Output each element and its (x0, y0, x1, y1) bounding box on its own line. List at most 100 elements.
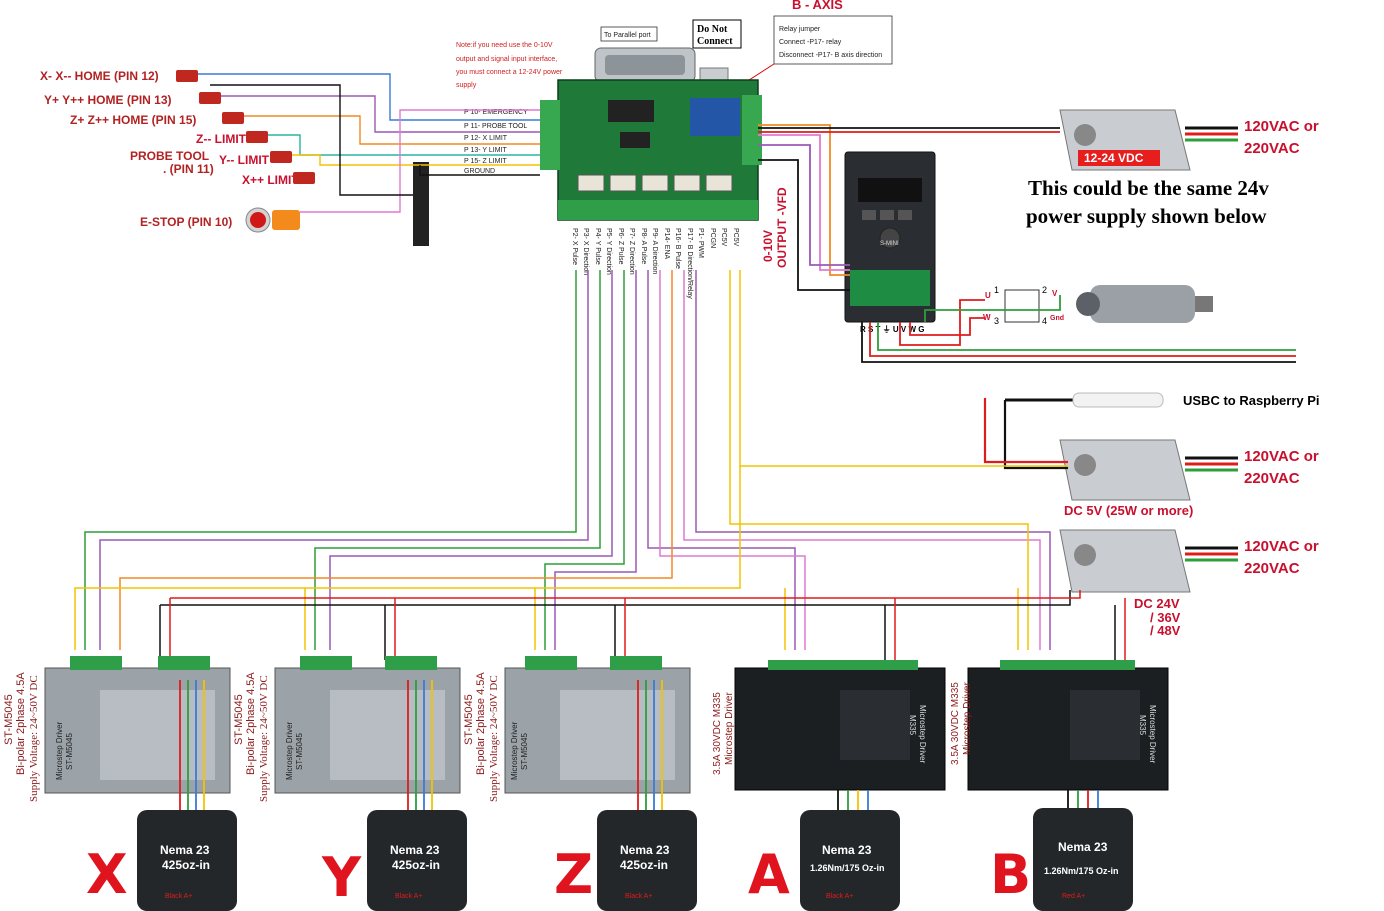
board-output-p6: P6- Z Pulse (617, 228, 624, 265)
axis-letter-a: A (748, 843, 790, 906)
spindle-pin-u: U (985, 291, 991, 300)
psu-24v-label-1: DC 24V (1134, 596, 1180, 611)
switch-label-x-home: X- X-- HOME (PIN 12) (40, 69, 159, 83)
board-output-p1: P1- PWM (697, 228, 704, 258)
psu-note-line2: power supply shown below (1026, 204, 1267, 228)
psu-12-24 (1059, 109, 1191, 171)
spindle-pin-gnd: Gnd (1050, 315, 1064, 322)
psu-5v (1059, 439, 1191, 501)
driver-a-body-1: Microstep Driver (918, 705, 927, 764)
psu-note-line1: This could be the same 24v (1028, 176, 1269, 200)
driver-x-side-1: ST-M5045 (3, 694, 15, 745)
spindle-pin-v: V (1052, 289, 1058, 298)
switch-wires (198, 73, 540, 213)
motor-z (597, 810, 697, 911)
board-output-p14: P14- ENA (663, 228, 670, 259)
vfd-terminals: R S T ⏚ U V W G (860, 325, 924, 334)
motor-a-foot: Black A+ (826, 893, 853, 900)
breakout-board (540, 47, 762, 221)
driver-b-side-2: Microstep Driver (962, 682, 973, 755)
driver-z-body-1: Microstep Driver (510, 721, 519, 780)
motor-y-line1: Nema 23 (390, 843, 440, 857)
psu-5v-ac-2: 220VAC (1244, 470, 1300, 487)
do-not-connect-line1: Do Not (697, 24, 728, 35)
driver-x-side-3: Supply Voltage: 24~50V DC (28, 675, 40, 802)
driver-z-body-2: ST-M5045 (520, 733, 529, 770)
driver-y-side-3: Supply Voltage: 24~50V DC (258, 675, 270, 802)
driver-x-side-2: Bi-polar 2phase 4.5A (15, 672, 27, 775)
board-output-p17: P17- B Direction/Relay (686, 228, 693, 299)
relay-note-box (773, 15, 893, 65)
voltage-note-line4: supply (456, 82, 477, 89)
vfd-brand: S-MINI (880, 241, 899, 247)
psu-12-24-ac-2: 220VAC (1244, 140, 1300, 157)
probe-label-1: PROBE TOOL (130, 149, 209, 163)
board-output-p5: P5- Y Direction (605, 228, 612, 275)
board-input-probe: P 11- PROBE TOOL (464, 123, 527, 130)
psu-5v-label: DC 5V (25W or more) (1064, 503, 1193, 518)
relay-note-line2: Connect -P17- relay (779, 39, 842, 46)
driver-y-body-1: Microstep Driver (285, 721, 294, 780)
board-input-z-limit: P 15- Z LIMIT (464, 158, 507, 165)
psu-12-24-label: 12-24 VDC (1084, 151, 1144, 165)
driver-a-body-2: M335 (908, 715, 917, 736)
limit-switch-icons (176, 70, 315, 184)
relay-note-line1: Relay jumper (779, 26, 821, 33)
motor-y-foot: Black A+ (395, 893, 422, 900)
axis-letter-x: X (86, 843, 128, 906)
motor-x (137, 810, 237, 911)
board-output-p3: P3- X Direction (582, 228, 589, 275)
voltage-note-line3: you must connect a 12-24V power (456, 69, 563, 76)
driver-a-side-2: Microstep Driver (724, 692, 735, 765)
driver-b-body-1: Microstep Driver (1148, 705, 1157, 764)
terminal-block (413, 162, 429, 246)
estop-button-icon (245, 207, 300, 233)
driver-st-z (504, 656, 691, 794)
board-output-p9: P9- A Direction (651, 228, 658, 274)
psu-24v-ac-1: 120VAC or (1244, 538, 1319, 555)
switch-label-z-limit: Z-- LIMIT (196, 132, 247, 146)
board-output-pc5v-1: PC5V (720, 228, 727, 247)
motor-a-line2: 1.26Nm/175 Oz-in (810, 863, 885, 873)
driver-y-side-2: Bi-polar 2phase 4.5A (245, 672, 257, 775)
motor-x-line2: 425oz-in (162, 858, 210, 872)
driver-x-body-2: ST-M5045 (65, 733, 74, 770)
switch-label-y-limit: Y-- LIMIT (219, 153, 270, 167)
motor-z-line2: 425oz-in (620, 858, 668, 872)
motor-z-foot: Black A+ (625, 893, 652, 900)
motor-a-line1: Nema 23 (822, 843, 872, 857)
switch-label-z-home: Z+ Z++ HOME (PIN 15) (70, 113, 196, 127)
motor-x-line1: Nema 23 (160, 843, 210, 857)
to-parallel-port-label: To Parallel port (604, 32, 651, 39)
board-output-pcgn: PCGN (709, 228, 716, 248)
driver-z-side-1: ST-M5045 (463, 694, 475, 745)
driver-z-side-2: Bi-polar 2phase 4.5A (475, 672, 487, 775)
spindle-pin-3: 3 (994, 316, 999, 326)
spindle-motor-icon (1076, 285, 1213, 323)
psu-24v-ac-2: 220VAC (1244, 560, 1300, 577)
board-output-p16: P16- B Pulse (674, 228, 681, 269)
board-input-y-limit: P 13- Y LIMIT (464, 147, 508, 154)
driver-y-body-2: ST-M5045 (295, 733, 304, 770)
driver-m335-b (967, 660, 1169, 791)
board-output-p8: P8- A Pulse (640, 228, 647, 264)
spindle-pin-2: 2 (1042, 285, 1047, 295)
motor-z-line1: Nema 23 (620, 843, 670, 857)
driver-a-side-1: 3.5A 30VDC M335 (712, 692, 723, 775)
switch-label-x-limit: X++ LIMIT (242, 173, 299, 187)
axis-letter-z: Z (554, 843, 593, 906)
voltage-note-line1: Note:if you need use the 0-10V (456, 42, 553, 49)
board-input-x-limit: P 12- X LIMIT (464, 135, 508, 142)
voltage-note-line2: output and signal input interface, (456, 56, 557, 63)
driver-st-x (44, 656, 231, 794)
psu-12-24-ac-1: 120VAC or (1244, 118, 1319, 135)
board-output-p4: P4- Y Pulse (594, 228, 601, 265)
psu-24v-label-2: / 36V (1150, 610, 1181, 625)
relay-note-line3: Disconnect -P17- B axis direction (779, 52, 882, 59)
board-output-p7: P7- Z Direction (628, 228, 635, 275)
motor-y (367, 810, 467, 911)
vfd-unit (844, 151, 936, 323)
spindle-junction (1004, 289, 1040, 323)
motor-b-foot: Red A+ (1062, 893, 1085, 900)
